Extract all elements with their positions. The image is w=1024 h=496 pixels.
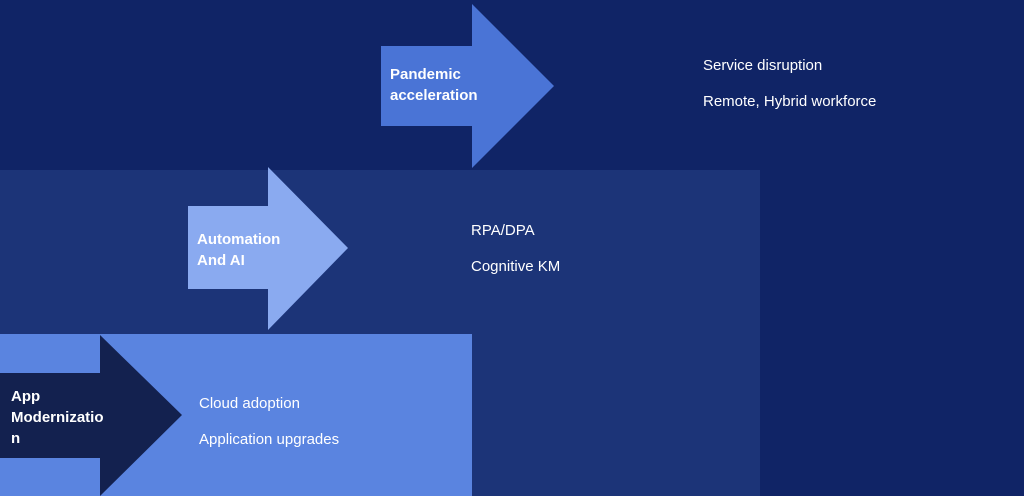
automation-arrow-label: Automation And AI xyxy=(197,231,281,269)
pandemic-item-service-disruption: Service disruption xyxy=(703,57,823,74)
pandemic-arrow-label: Pandemic acceleration xyxy=(390,66,478,104)
app-modernization-arrow xyxy=(0,335,182,496)
automation-item-rpa-dpa: RPA/DPA xyxy=(471,222,535,239)
automation-item-cognitive-km: Cognitive KM xyxy=(471,258,561,275)
appmod-item-cloud-adoption: Cloud adoption xyxy=(199,395,300,412)
automation-arrow xyxy=(188,167,348,330)
app-modernization-arrow-label: App Modernizatio n xyxy=(11,388,104,447)
appmod-item-application-upgrades: Application upgrades xyxy=(199,431,340,448)
pandemic-item-remote-hybrid: Remote, Hybrid workforce xyxy=(703,93,877,110)
pandemic-arrow xyxy=(381,4,554,168)
